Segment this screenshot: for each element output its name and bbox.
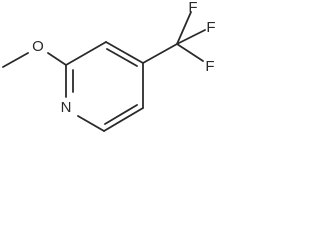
- bond-c2-c3: [65, 41, 107, 66]
- bond-cf3-f-top: [176, 11, 192, 45]
- atom-fluorine-bottom: F: [205, 58, 214, 75]
- structure-diagram: O N F F F: [2, 0, 216, 132]
- bond-methyl-oxygen: [2, 52, 29, 68]
- atom-fluorine-top: F: [188, 0, 197, 16]
- bond-cf3-f-right: [176, 29, 206, 45]
- bond-c3-c4: [105, 41, 144, 64]
- bond-c6-n1: [77, 115, 105, 132]
- atom-nitrogen: N: [61, 99, 72, 116]
- bond-c3-c4-inner: [106, 48, 138, 67]
- atom-fluorine-right: F: [206, 19, 215, 36]
- bond-c5-c6: [103, 107, 144, 132]
- bond-oxygen-c2: [47, 52, 67, 66]
- bond-cf3-f-bottom: [176, 43, 204, 62]
- bond-c5-c6-inner: [104, 104, 138, 125]
- atom-oxygen: O: [32, 38, 44, 55]
- bond-c4-cf3: [142, 43, 178, 64]
